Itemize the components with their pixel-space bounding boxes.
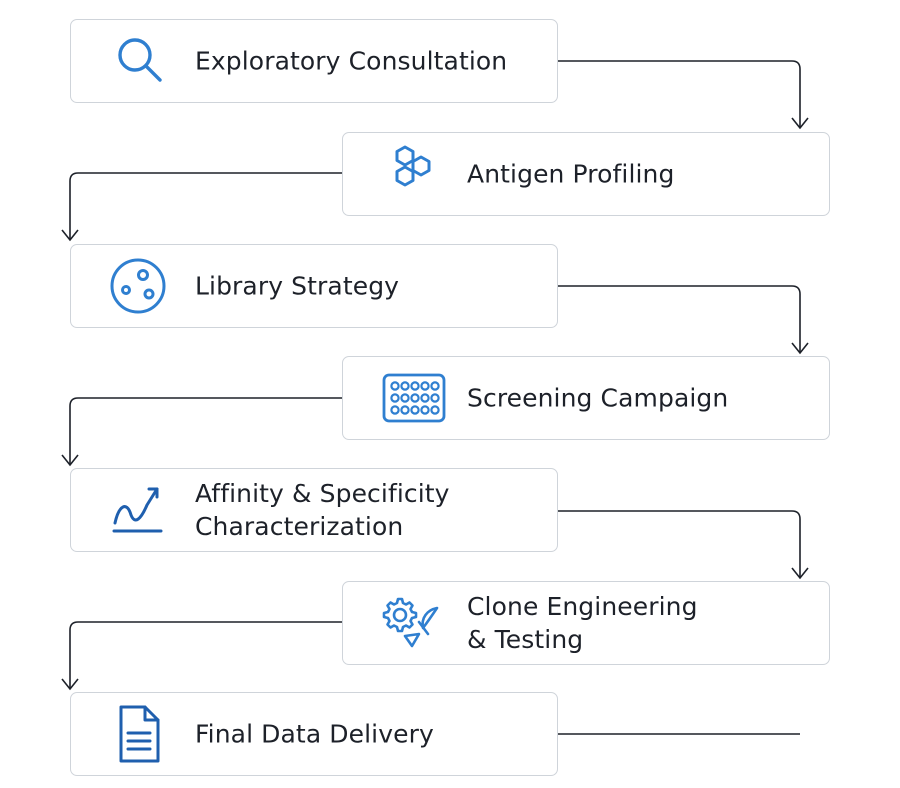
arrowhead-6-7 (61, 678, 79, 691)
step-antigen-profiling: Antigen Profiling (342, 132, 830, 216)
connector-3-4 (558, 285, 801, 353)
connector-5-6 (558, 510, 801, 578)
arrowhead-3-4 (791, 342, 809, 355)
arrowhead-1-2 (791, 117, 809, 130)
connector-2-3 (69, 172, 342, 240)
step-library-strategy: Library Strategy (70, 244, 558, 328)
step-label: Final Data Delivery (195, 719, 434, 749)
step-label: Affinity & Specificity Characterization (195, 479, 450, 541)
hexagon-cluster-icon (381, 143, 443, 205)
cell-dots-icon (109, 255, 171, 317)
arrowhead-5-6 (791, 567, 809, 580)
step-screening-campaign: Screening Campaign (342, 356, 830, 440)
arrowhead-2-3 (61, 229, 79, 242)
step-final-data-delivery: Final Data Delivery (70, 692, 558, 776)
connector-6-7 (69, 621, 342, 689)
step-label: Antigen Profiling (467, 159, 675, 189)
step-label: Clone Engineering & Testing (467, 592, 698, 654)
well-plate-icon (381, 367, 446, 429)
step-label: Library Strategy (195, 271, 400, 301)
step-exploratory-consultation: Exploratory Consultation (70, 19, 558, 103)
step-affinity-specificity-characterization: Affinity & Specificity Characterization (70, 468, 558, 552)
magnifier-icon (109, 30, 171, 92)
arrowhead-4-5 (61, 454, 79, 467)
trend-curve-icon (109, 479, 171, 541)
step-label: Exploratory Consultation (195, 46, 508, 76)
connector-4-5 (69, 397, 342, 465)
connector-1-2 (558, 60, 801, 128)
document-icon (109, 703, 171, 765)
step-label: Screening Campaign (467, 383, 729, 413)
gear-antibody-icon (381, 592, 443, 654)
step-clone-engineering-testing: Clone Engineering & Testing (342, 581, 830, 665)
